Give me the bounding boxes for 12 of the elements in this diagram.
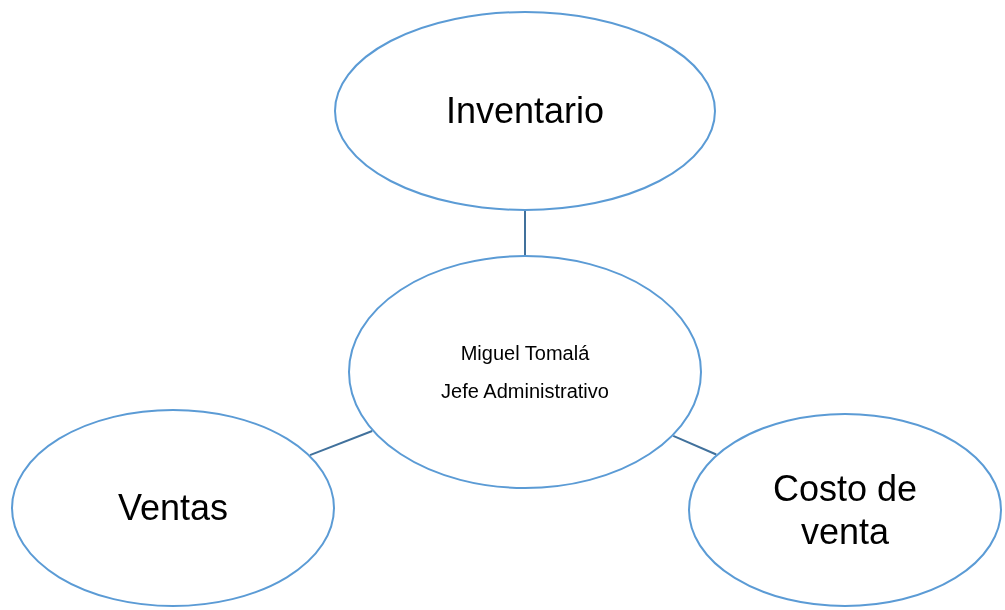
ellipse-node xyxy=(688,413,1002,607)
node-label: Costo de venta xyxy=(771,466,919,554)
ellipse-node xyxy=(348,255,702,489)
ellipse-node xyxy=(334,11,716,211)
node-label: Inventario xyxy=(445,89,605,133)
node-label: Jefe Administrativo xyxy=(441,379,609,403)
node-label: Ventas xyxy=(117,486,229,530)
ellipse-node xyxy=(11,409,335,607)
connector-line xyxy=(524,210,526,256)
node-label: Miguel Tomalá xyxy=(460,341,590,365)
connector-line xyxy=(672,434,718,456)
connector-line xyxy=(308,430,374,457)
